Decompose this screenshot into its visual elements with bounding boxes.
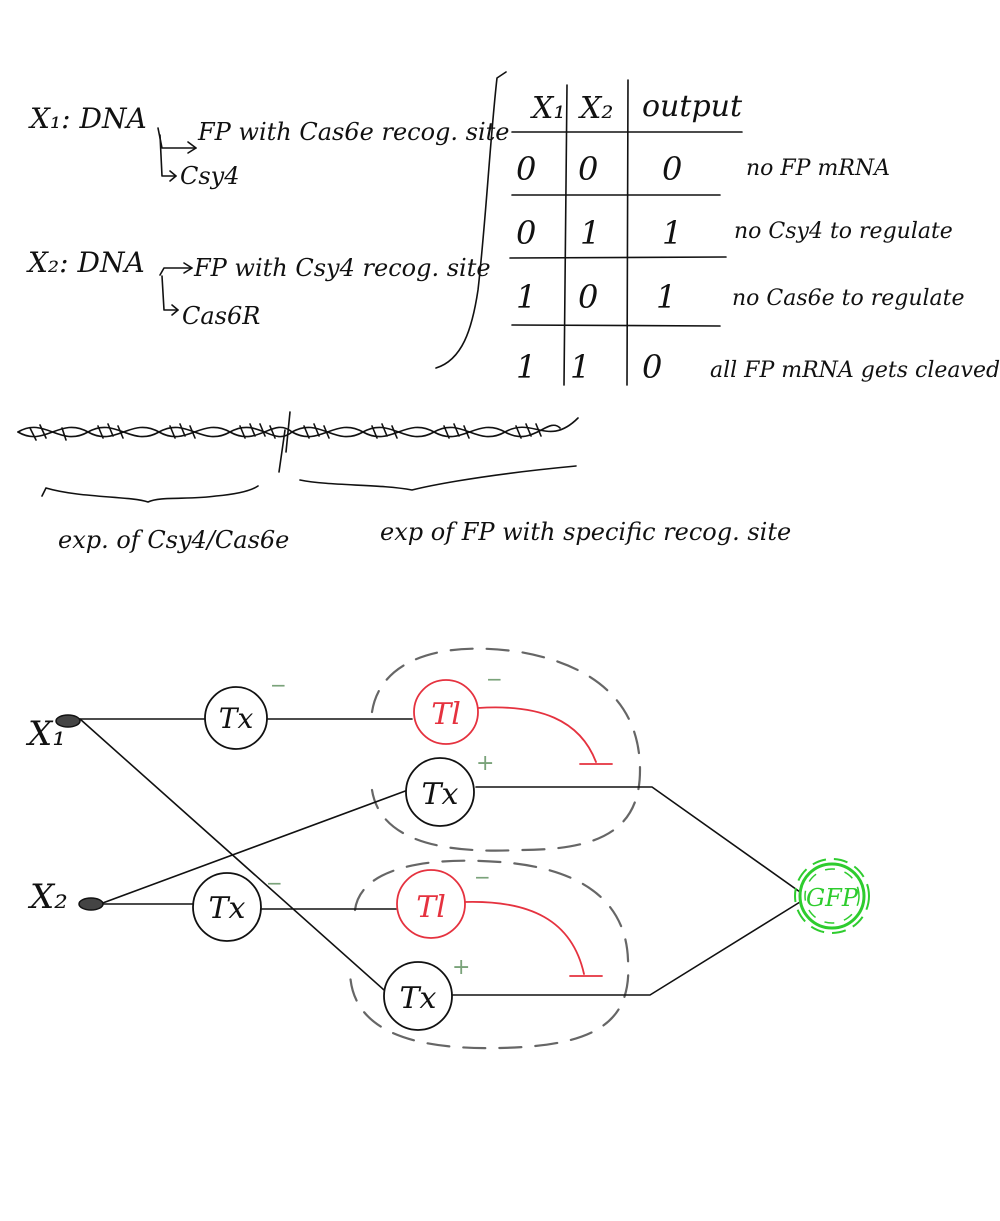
table-row: 1 0 1 no Cas6e to regulate xyxy=(516,278,965,316)
table-cell: 1 xyxy=(570,348,590,386)
arrowhead-icon xyxy=(171,304,179,316)
gfp-glow xyxy=(794,858,870,934)
minus-sign: − xyxy=(270,673,287,697)
x2-fp-product: FP with Csy4 recog. site xyxy=(193,254,491,282)
wire xyxy=(451,901,801,996)
table-row: 0 1 1 no Csy4 to regulate xyxy=(516,214,953,252)
minus-sign: − xyxy=(266,871,283,895)
tx-gate-4-label: Tx xyxy=(400,981,437,1016)
table-divider xyxy=(509,256,727,259)
minus-sign: − xyxy=(486,667,503,691)
repression-arc xyxy=(463,901,585,975)
gfp-output-node[interactable] xyxy=(798,862,866,930)
table-note: no FP mRNA xyxy=(746,156,890,181)
x2-definition: X₂: DNA FP with Csy4 recog. site Cas6R xyxy=(26,246,491,330)
definitions-bracket xyxy=(435,71,507,369)
tl-gate-2[interactable] xyxy=(396,869,466,939)
upper-group-outline xyxy=(370,647,642,852)
right-region-brace xyxy=(299,465,577,491)
table-note: no Csy4 to regulate xyxy=(734,219,953,244)
table-divider xyxy=(511,324,721,327)
left-region-brace xyxy=(41,485,259,503)
gfp-output-label: GFP xyxy=(806,884,859,912)
right-region-label: exp of FP with specific recog. site xyxy=(380,518,791,546)
table-header-x1: X₁ xyxy=(530,91,565,126)
input-x2-node[interactable] xyxy=(78,897,104,911)
tx-gate-2-label: Tx xyxy=(422,777,459,812)
x2-enzyme-product: Cas6R xyxy=(182,302,260,330)
table-cell: 1 xyxy=(656,278,676,316)
tl-gate-2-label: Tl xyxy=(416,890,446,925)
table-cell: 0 xyxy=(516,150,536,188)
table-divider xyxy=(563,84,568,386)
arrow-icon xyxy=(159,267,193,276)
left-region-label: exp. of Csy4/Cas6e xyxy=(58,526,289,554)
input-x2-label: X₂ xyxy=(27,877,68,917)
plus-sign: + xyxy=(476,751,494,776)
x2-dna-label: X₂: DNA xyxy=(26,246,145,279)
table-header-output: output xyxy=(642,89,743,124)
input-x1-node[interactable] xyxy=(55,714,81,728)
x1-definition: X₁: DNA FP with Cas6e recog. site Csy4 xyxy=(28,102,510,190)
wire xyxy=(475,786,801,893)
table-header-x2: X₂ xyxy=(578,91,613,126)
table-cell: 1 xyxy=(516,348,536,386)
x1-fp-product: FP with Cas6e recog. site xyxy=(197,118,510,146)
arrowhead-icon xyxy=(187,141,197,154)
table-row: 1 1 0 all FP mRNA gets cleaved xyxy=(516,348,1000,386)
tx-gate-2[interactable] xyxy=(405,757,475,827)
lower-group-outline xyxy=(348,859,630,1050)
minus-sign: − xyxy=(474,865,491,889)
table-note: all FP mRNA gets cleaved xyxy=(710,358,1000,383)
dna-strand-bottom xyxy=(17,424,561,438)
arrow-icon xyxy=(159,134,177,177)
table-cell: 1 xyxy=(580,214,600,252)
dna-split-mark xyxy=(278,411,291,473)
dna-hatching xyxy=(29,423,542,441)
plus-sign: + xyxy=(452,955,470,980)
table-cell: 0 xyxy=(642,348,662,386)
tx-gate-1[interactable] xyxy=(204,686,268,750)
table-cell: 1 xyxy=(662,214,682,252)
x1-enzyme-product: Csy4 xyxy=(180,162,240,190)
table-cell: 1 xyxy=(516,278,536,316)
table-cell: 0 xyxy=(578,150,598,188)
tx-gate-3-label: Tx xyxy=(209,891,246,926)
tx-gate-1-label: Tx xyxy=(219,702,254,735)
truth-table: X₁ X₂ output 0 0 0 no FP mRNA 0 1 1 no C… xyxy=(509,79,1000,386)
dna-helix: exp. of Csy4/Cas6e exp of FP with specif… xyxy=(17,411,791,554)
arrow-icon xyxy=(161,275,179,311)
table-divider xyxy=(626,79,629,386)
arrowhead-icon xyxy=(169,170,177,182)
table-cell: 0 xyxy=(578,278,598,316)
gfp-glow xyxy=(804,868,860,924)
tl-gate-1[interactable] xyxy=(413,679,479,745)
repression-arc xyxy=(477,706,597,763)
wire xyxy=(99,789,409,905)
x1-dna-label: X₁: DNA xyxy=(28,102,147,135)
arrowhead-icon xyxy=(183,262,193,274)
tx-gate-3[interactable] xyxy=(192,872,262,942)
tx-gate-4[interactable] xyxy=(383,961,453,1031)
table-row: 0 0 0 no FP mRNA xyxy=(516,150,890,188)
circuit-diagram: X₁ X₂ Tx − Tl − Tx + Tx − Tl − Tx + GFP xyxy=(25,647,870,1050)
arrow-icon xyxy=(157,127,197,149)
table-note: no Cas6e to regulate xyxy=(732,286,965,311)
tl-gate-1-label: Tl xyxy=(431,697,461,732)
table-cell: 0 xyxy=(662,150,682,188)
table-cell: 0 xyxy=(516,214,536,252)
